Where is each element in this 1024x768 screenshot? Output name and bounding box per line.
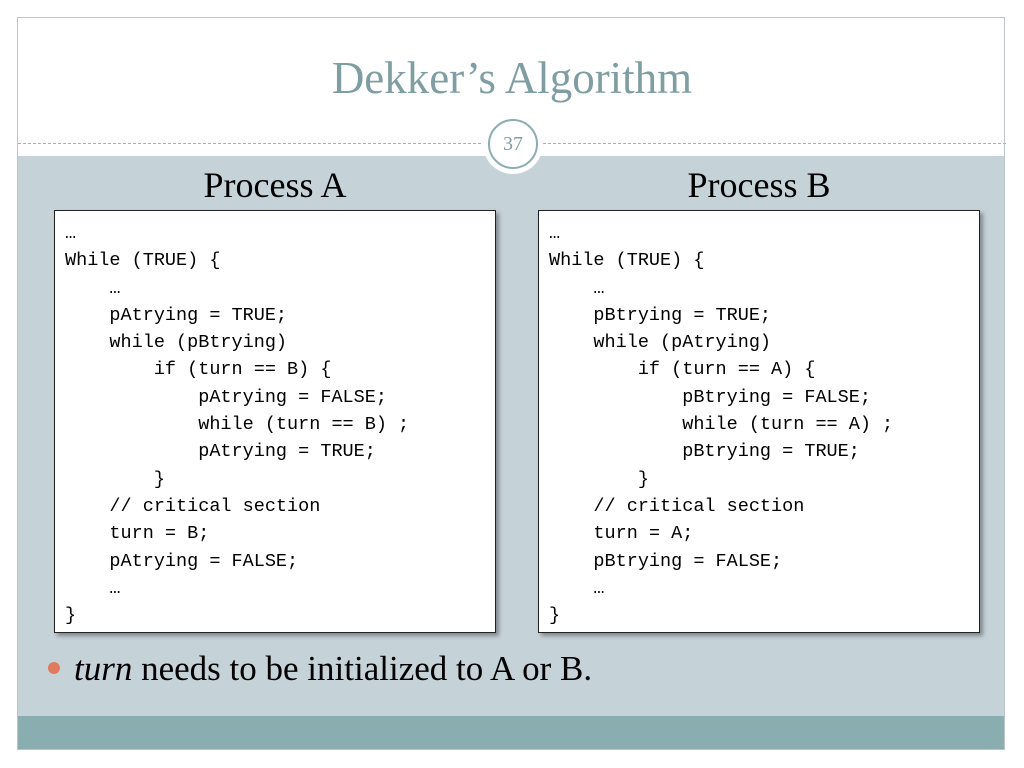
code-line: while (pAtrying) [549, 332, 772, 354]
code-line: While (TRUE) { [549, 250, 705, 272]
code-line: … [549, 223, 561, 244]
code-line: turn = B; [65, 523, 210, 545]
process-b-title: Process B [687, 165, 831, 205]
process-b-code-box: … While (TRUE) { … pBtrying = TRUE; whil… [538, 210, 980, 633]
code-line: pBtrying = FALSE; [549, 550, 783, 572]
code-line: } [549, 468, 649, 490]
code-line: } [65, 605, 77, 627]
bullet-item: turn needs to be initialized to A or B. [48, 646, 592, 692]
code-line: pBtrying = TRUE; [549, 304, 772, 326]
code-line: if (turn == A) { [549, 359, 816, 381]
process-a-code-box: … While (TRUE) { … pAtrying = TRUE; whil… [54, 210, 496, 633]
bullet-dot-icon [48, 661, 60, 674]
code-line: turn = A; [549, 523, 694, 545]
code-line: while (pBtrying) [65, 332, 288, 354]
code-line: pAtrying = FALSE; [65, 550, 299, 572]
bullet-emphasis: turn [74, 649, 133, 688]
code-line: pBtrying = FALSE; [549, 386, 871, 408]
code-line: while (turn == B) ; [65, 414, 410, 436]
code-line: pAtrying = TRUE; [65, 441, 376, 463]
code-line: … [65, 577, 121, 599]
code-line: … [549, 277, 605, 299]
code-line: while (turn == A) ; [549, 414, 894, 436]
code-line: if (turn == B) { [65, 359, 332, 381]
code-line: pBtrying = TRUE; [549, 441, 860, 463]
code-line: // critical section [65, 495, 321, 517]
code-line: … [549, 577, 605, 599]
footer-bar [18, 716, 1004, 749]
code-line: } [65, 468, 165, 490]
code-line: … [65, 223, 77, 244]
process-a-title: Process A [203, 165, 347, 205]
code-line: // critical section [549, 495, 805, 517]
slide-title: Dekker’s Algorithm [331, 53, 693, 103]
code-line: While (TRUE) { [65, 250, 221, 272]
code-line: pAtrying = FALSE; [65, 386, 387, 408]
code-line: } [549, 605, 561, 627]
slide-number: 37 [488, 119, 538, 169]
code-line: … [65, 277, 121, 299]
bullet-text: needs to be initialized to A or B. [132, 649, 593, 688]
code-line: pAtrying = TRUE; [65, 304, 288, 326]
